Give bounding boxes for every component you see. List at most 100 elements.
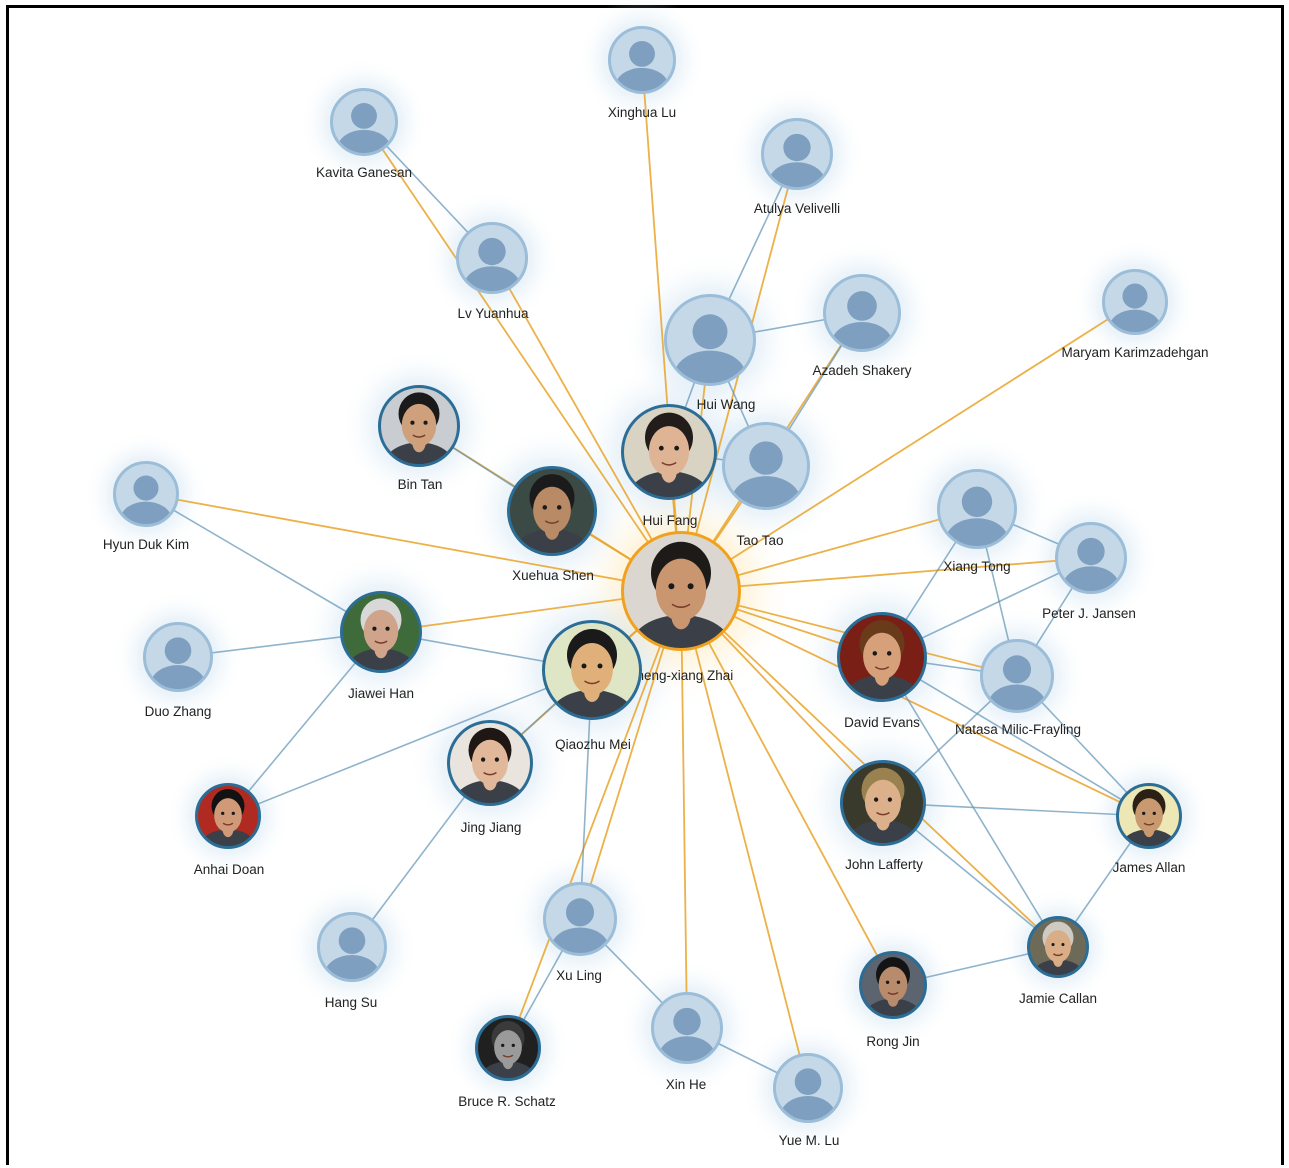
node-jallan[interactable]: James Allan	[1113, 783, 1186, 875]
node-jjiang[interactable]: Jing Jiang	[447, 720, 533, 835]
photo-mouth	[483, 771, 497, 776]
node-jlafferty[interactable]: John Lafferty	[840, 760, 926, 872]
node-hangsu[interactable]: Hang Su	[317, 912, 387, 1010]
avatar-head-icon	[749, 441, 783, 475]
photo-mouth	[887, 991, 899, 995]
node-bschatz[interactable]: Bruce R. Schatz	[458, 1015, 556, 1109]
avatar-head-icon	[961, 486, 993, 517]
node-xuling[interactable]: Xu Ling	[543, 882, 617, 983]
avatar-head-icon	[794, 1068, 822, 1095]
node-rjin[interactable]: Rong Jin	[859, 951, 927, 1049]
edge-jhan-hkim	[145, 493, 382, 633]
node-ring	[1116, 783, 1182, 849]
node-ring	[456, 222, 528, 294]
node-xinhe[interactable]: Xin He	[651, 992, 723, 1092]
node-kganesan[interactable]: Kavita Ganesan	[316, 88, 412, 180]
node-ashakery[interactable]: Azadeh Shakery	[812, 274, 912, 378]
node-hfang[interactable]: Hui Fang	[621, 404, 717, 528]
photo-eye	[886, 651, 892, 656]
node-hkim[interactable]: Hyun Duk Kim	[103, 461, 189, 552]
photo-eye	[511, 1043, 515, 1048]
node-label-jlafferty: John Lafferty	[845, 857, 923, 872]
edge-devans-jallan	[881, 656, 1150, 817]
photo-mouth	[1052, 953, 1064, 957]
node-label-kganesan: Kavita Ganesan	[316, 165, 412, 180]
avatar-body-icon	[731, 476, 801, 508]
node-adoan[interactable]: Anhai Doan	[194, 783, 265, 877]
node-ring	[143, 622, 213, 692]
avatar-head-icon	[1002, 655, 1032, 684]
node-ring	[475, 1015, 541, 1081]
avatar-body-icon	[988, 684, 1046, 711]
photo-eye	[885, 980, 890, 984]
photo-eye	[872, 651, 878, 656]
edge-zhai-rjin	[680, 590, 894, 986]
node-ring	[543, 882, 617, 956]
node-ring	[1055, 522, 1127, 594]
photo-face	[655, 558, 707, 621]
node-ring	[837, 612, 927, 702]
photo-face	[864, 779, 902, 825]
photo-shoulders	[1031, 959, 1085, 976]
node-ring	[722, 422, 810, 510]
avatar-body-icon	[120, 501, 172, 525]
node-jcallan[interactable]: Jamie Callan	[1019, 916, 1097, 1006]
node-ring	[507, 466, 597, 556]
avatar-head-icon	[783, 133, 811, 162]
photo-mouth	[544, 520, 560, 524]
node-label-jallan: James Allan	[1113, 860, 1186, 875]
photo-eye	[597, 663, 603, 669]
avatar-head-icon	[847, 291, 877, 321]
node-btan[interactable]: Bin Tan	[378, 385, 460, 492]
node-label-xlu: Xinghua Lu	[608, 105, 676, 120]
photo-eye	[674, 445, 680, 451]
avatar-body-icon	[337, 129, 391, 154]
node-label-adoan: Anhai Doan	[194, 862, 265, 877]
node-hwang[interactable]: Hui Wang	[664, 294, 756, 412]
node-label-jcallan: Jamie Callan	[1019, 991, 1097, 1006]
edge-zhai-xinhe	[680, 590, 688, 1029]
avatar-head-icon	[673, 1007, 701, 1036]
photo-eye	[1061, 942, 1065, 947]
node-lyuanhua[interactable]: Lv Yuanhua	[456, 222, 529, 321]
avatar-body-icon	[551, 927, 609, 954]
photo-eye	[668, 583, 675, 590]
node-nmilic[interactable]: Natasa Milic-Frayling	[955, 639, 1081, 737]
node-ring	[1102, 269, 1168, 335]
node-label-dzhang: Duo Zhang	[145, 704, 212, 719]
photo-eye	[873, 797, 879, 802]
edge-zhai-bschatz	[507, 590, 682, 1049]
avatar-head-icon	[351, 102, 377, 129]
node-pjansen[interactable]: Peter J. Jansen	[1042, 522, 1136, 621]
avatar-head-icon	[478, 237, 506, 266]
node-dzhang[interactable]: Duo Zhang	[143, 622, 213, 719]
node-avelivelli[interactable]: Atulya Velivelli	[754, 118, 840, 216]
avatar-head-icon	[1077, 537, 1105, 566]
avatar-body-icon	[1062, 566, 1120, 592]
node-yuelu[interactable]: Yue M. Lu	[773, 1053, 843, 1148]
node-ring	[859, 951, 927, 1019]
node-devans[interactable]: David Evans	[837, 612, 927, 730]
node-label-nmilic: Natasa Milic-Frayling	[955, 722, 1081, 737]
node-xtong[interactable]: Xiang Tong	[937, 469, 1017, 574]
avatar-head-icon	[338, 927, 366, 954]
node-zhai[interactable]: Cheng-xiang Zhai	[621, 531, 741, 683]
edge-jlafferty-jallan	[882, 802, 1150, 817]
node-qmei[interactable]: Qiaozhu Mei	[542, 620, 642, 752]
node-xlu[interactable]: Xinghua Lu	[608, 26, 676, 120]
node-xshen[interactable]: Xuehua Shen	[507, 466, 597, 583]
node-taotao[interactable]: Tao Tao	[722, 422, 810, 548]
avatar-head-icon	[565, 898, 595, 927]
photo-face	[1044, 930, 1072, 963]
node-ring	[340, 591, 422, 673]
photo-face	[1135, 798, 1163, 833]
node-ring	[823, 274, 901, 352]
node-label-xuling: Xu Ling	[556, 968, 602, 983]
node-label-jhan: Jiawei Han	[348, 686, 414, 701]
node-mkarimz[interactable]: Maryam Karimzadehgan	[1061, 269, 1209, 360]
photo-face	[363, 609, 399, 653]
avatar-body-icon	[463, 266, 521, 292]
photo-shoulders	[479, 1061, 537, 1079]
node-jhan[interactable]: Jiawei Han	[340, 591, 422, 701]
photo-eye	[494, 757, 500, 762]
